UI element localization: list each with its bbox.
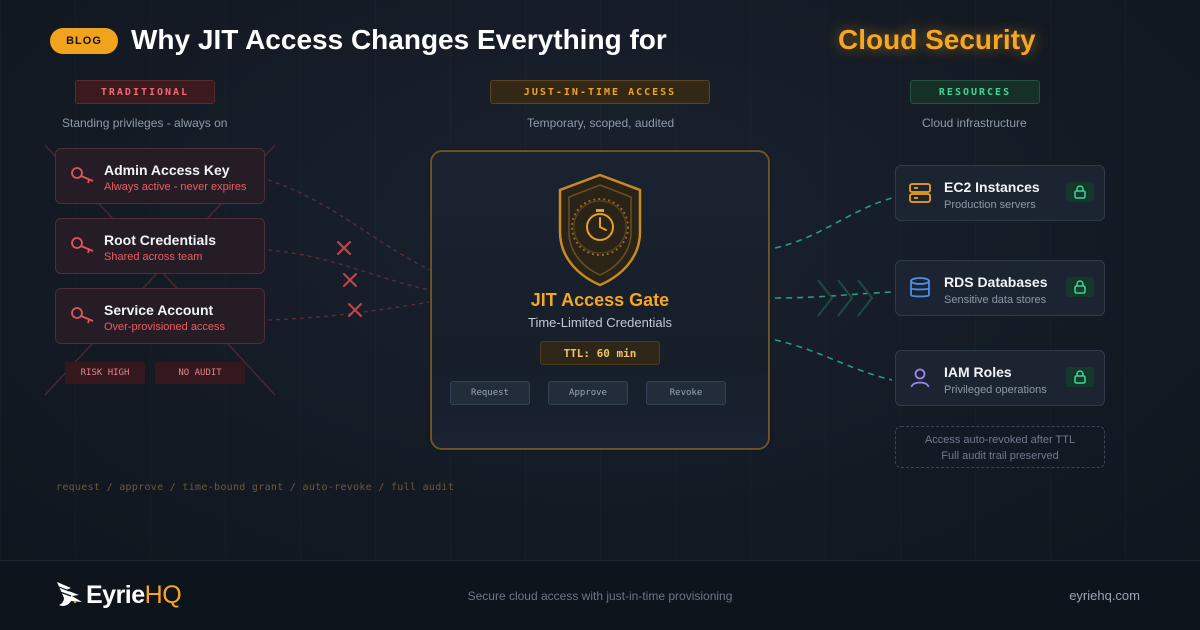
auto-note-line: Full audit trail preserved — [941, 450, 1059, 462]
connector-line-right-2 — [774, 291, 893, 299]
card-desc: Production servers — [944, 199, 1036, 211]
auto-note-line: Access auto-revoked after TTL — [924, 434, 1076, 446]
jit-tag: JUST-IN-TIME ACCESS — [490, 80, 710, 104]
connector-line-left-2 — [267, 249, 431, 291]
blog-badge: BLOG — [50, 28, 118, 54]
card-name: Service Account — [104, 302, 214, 318]
step-revoke: Revoke — [646, 381, 726, 405]
chevron-right-icon — [817, 279, 874, 317]
resources-tag: RESOURCES — [910, 80, 1040, 104]
traditional-card: Service Account Over-provisioned access — [55, 288, 265, 344]
resource-card: EC2 Instances Production servers — [895, 165, 1105, 221]
traditional-card: Root Credentials Shared across team — [55, 218, 265, 274]
page-title: Why JIT Access Changes Everything for — [131, 24, 667, 55]
traditional-tag: TRADITIONAL — [75, 80, 215, 104]
key-icon — [71, 237, 94, 254]
step-request: Request — [450, 381, 530, 405]
lock-icon — [1066, 277, 1094, 297]
footer-url-link[interactable]: eyriehq.com — [1069, 588, 1140, 603]
resource-card: IAM Roles Privileged operations — [895, 350, 1105, 406]
card-name: EC2 Instances — [944, 179, 1040, 195]
blocked-x-icon — [348, 303, 362, 317]
auto-revoke-note: Access auto-revoked after TTL Full audit… — [895, 426, 1105, 468]
eagle-logo-icon — [57, 582, 82, 606]
traditional-subtitle: Standing privileges - always on — [62, 116, 228, 130]
blocked-x-icon — [343, 273, 357, 287]
card-desc: Shared across team — [104, 251, 203, 263]
jit-subtitle: Temporary, scoped, audited — [527, 116, 675, 130]
logo-main: Eyrie — [86, 581, 145, 609]
brand-logo[interactable]: EyrieHQ — [86, 581, 182, 610]
flow-caption: request / approve / time-bound grant / a… — [56, 482, 455, 493]
card-desc: Privileged operations — [944, 384, 1047, 396]
card-desc: Over-provisioned access — [104, 321, 226, 333]
connector-line-left-3 — [267, 301, 431, 321]
user-icon — [910, 368, 930, 388]
gate-title: JIT Access Gate — [530, 290, 670, 310]
card-name: Admin Access Key — [104, 162, 230, 178]
lock-icon — [1066, 367, 1094, 387]
shield-clock-icon — [558, 173, 642, 287]
logo-accent: HQ — [144, 581, 182, 609]
step-approve: Approve — [548, 381, 628, 405]
gate-subtitle: Time-Limited Credentials — [527, 315, 672, 330]
key-icon — [71, 307, 94, 324]
server-icon — [909, 183, 931, 203]
traditional-card: Admin Access Key Always active - never e… — [55, 148, 265, 204]
footer — [0, 560, 1200, 630]
blocked-x-icon — [337, 241, 351, 255]
lock-icon — [1066, 182, 1094, 202]
risk-tag: RISK HIGH — [65, 362, 145, 384]
risk-tag: NO AUDIT — [155, 362, 245, 384]
card-desc: Sensitive data stores — [944, 294, 1047, 306]
card-name: RDS Databases — [944, 274, 1048, 290]
ttl-badge: TTL: 60 min — [540, 341, 660, 365]
card-name: Root Credentials — [104, 232, 217, 248]
key-icon — [71, 167, 94, 184]
connector-line-right-3 — [774, 339, 893, 381]
resources-subtitle: Cloud infrastructure — [922, 116, 1027, 130]
card-desc: Always active - never expires — [104, 181, 247, 193]
card-name: IAM Roles — [944, 364, 1012, 380]
page-title-accent: Cloud Security — [838, 24, 1036, 55]
connector-line-left-1 — [267, 179, 431, 271]
footer-tagline: Secure cloud access with just-in-time pr… — [467, 589, 733, 603]
resource-card: RDS Databases Sensitive data stores — [895, 260, 1105, 316]
connector-line-right-1 — [774, 197, 893, 249]
database-icon — [910, 277, 930, 298]
